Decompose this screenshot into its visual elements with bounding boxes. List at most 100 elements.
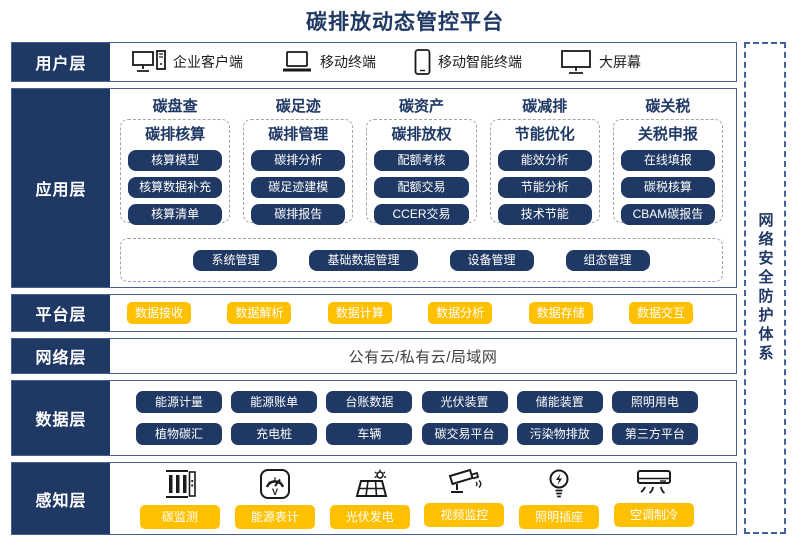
page-title: 碳排放动态管控平台 bbox=[306, 11, 504, 34]
platform-pill: 数据存储 bbox=[528, 302, 593, 324]
user-item-label: 大屏幕 bbox=[599, 54, 641, 70]
data-source-pill: 照明用电 bbox=[611, 391, 698, 413]
column-box: 碳排核算 核算模型 核算数据补充 核算清单 bbox=[120, 119, 231, 225]
column-header: 碳盘查 bbox=[152, 98, 198, 115]
laptop-icon bbox=[283, 51, 311, 72]
app-module-pill: 碳足迹建模 bbox=[251, 177, 346, 198]
app-column-carbon-tariff: 碳关税 关税申报 在线填报 碳税核算 CBAM碳报告 bbox=[612, 96, 724, 225]
app-module-pill: 核算数据补充 bbox=[128, 177, 223, 198]
app-module-pill: 技术节能 bbox=[497, 204, 592, 225]
layer-label-perception: 感知层 bbox=[12, 463, 110, 534]
data-source-pill: 充电桩 bbox=[231, 423, 318, 445]
layer-application: 应用层 碳盘查 碳排核算 核算模型 核算数据补充 核算清单 碳足迹 bbox=[11, 88, 737, 288]
user-items: 企业客户端 移动终端 移动智能终端 bbox=[110, 43, 736, 81]
app-column-carbon-inventory: 碳盘查 碳排核算 核算模型 核算数据补充 核算清单 bbox=[120, 96, 231, 225]
data-source-pill: 台账数据 bbox=[326, 391, 413, 413]
column-box-title: 关税申报 bbox=[637, 126, 698, 143]
column-box: 关税申报 在线填报 碳税核算 CBAM碳报告 bbox=[612, 119, 724, 225]
layer-network: 网络层 公有云/私有云/局域网 bbox=[11, 338, 737, 374]
data-source-pill: 能源账单 bbox=[231, 391, 318, 413]
platform-pill: 数据交互 bbox=[628, 302, 693, 324]
data-source-grid: 能源计量 能源账单 台账数据 光伏装置 储能装置 照明用电 植物碳汇 充电桩 车… bbox=[110, 381, 736, 455]
admin-module-pill: 基础数据管理 bbox=[309, 249, 418, 271]
app-column-carbon-reduction: 碳减排 节能优化 能效分析 节能分析 技术节能 bbox=[489, 96, 600, 225]
data-source-pill: 植物碳汇 bbox=[136, 423, 222, 445]
layer-label-user: 用户层 bbox=[12, 43, 110, 81]
energy-meter-icon: V bbox=[259, 469, 290, 499]
svg-text:V: V bbox=[272, 487, 278, 497]
carbon-monitor-icon bbox=[166, 470, 196, 498]
layer-data-content: 能源计量 能源账单 台账数据 光伏装置 储能装置 照明用电 植物碳汇 充电桩 车… bbox=[110, 381, 736, 455]
perception-item-lighting-socket: 照明插座 bbox=[519, 468, 600, 529]
app-module-pill: 核算清单 bbox=[128, 204, 223, 225]
layer-label-network: 网络层 bbox=[12, 339, 110, 373]
security-strip: 网络安全防护体系 bbox=[744, 42, 786, 534]
column-box: 碳排管理 碳排分析 碳足迹建模 碳排报告 bbox=[243, 119, 354, 225]
column-header: 碳足迹 bbox=[275, 98, 321, 115]
perception-item-energy-meter: V 能源表计 bbox=[234, 468, 315, 529]
data-source-pill: 光伏装置 bbox=[421, 391, 508, 413]
layers-stack: 用户层 企业客户端 移动终端 bbox=[11, 42, 737, 535]
user-item-smart-mobile: 移动智能终端 bbox=[414, 49, 522, 75]
app-module-pill: CBAM碳报告 bbox=[620, 204, 716, 225]
platform-pill: 数据计算 bbox=[327, 302, 392, 324]
data-source-pill: 能源计量 bbox=[136, 391, 222, 413]
app-module-pill: 碳排分析 bbox=[251, 150, 346, 171]
column-box-title: 碳排核算 bbox=[145, 126, 206, 143]
perception-pill: 光伏发电 bbox=[329, 505, 410, 529]
layer-user-content: 企业客户端 移动终端 移动智能终端 bbox=[110, 43, 736, 81]
app-module-pill: 配额交易 bbox=[374, 177, 469, 198]
platform-items: 数据接收 数据解析 数据计算 数据分析 数据存储 数据交互 bbox=[110, 295, 736, 331]
light-socket-icon bbox=[549, 469, 569, 498]
admin-modules-box: 系统管理 基础数据管理 设备管理 组态管理 bbox=[120, 238, 723, 282]
user-item-mobile-terminal: 移动终端 bbox=[281, 50, 376, 74]
layer-perception-content: 碳监测 V 能源表计 bbox=[110, 463, 736, 534]
layer-platform: 平台层 数据接收 数据解析 数据计算 数据分析 数据存储 数据交互 bbox=[11, 294, 737, 332]
data-source-pill: 碳交易平台 bbox=[421, 423, 508, 445]
perception-item-solar-power: 光伏发电 bbox=[329, 468, 410, 529]
app-module-pill: 在线填报 bbox=[620, 150, 716, 171]
app-module-pill: 碳排报告 bbox=[251, 204, 346, 225]
perception-pill: 能源表计 bbox=[234, 505, 315, 529]
column-box-title: 碳排放权 bbox=[391, 126, 452, 143]
app-module-pill: 节能分析 bbox=[497, 177, 592, 198]
perception-pill: 碳监测 bbox=[140, 505, 220, 529]
layer-user: 用户层 企业客户端 移动终端 bbox=[11, 42, 737, 82]
security-strip-label: 网络安全防护体系 bbox=[756, 212, 774, 364]
perception-pill: 空调制冷 bbox=[613, 503, 694, 527]
user-item-enterprise-client: 企业客户端 bbox=[132, 49, 243, 75]
perception-item-video-surveillance: 视频监控 bbox=[424, 468, 505, 527]
data-source-pill: 第三方平台 bbox=[611, 423, 698, 445]
layer-perception: 感知层 碳监测 bbox=[11, 462, 737, 535]
platform-pill: 数据解析 bbox=[227, 302, 292, 324]
user-item-big-screen: 大屏幕 bbox=[560, 49, 641, 75]
column-box-title: 节能优化 bbox=[514, 126, 575, 143]
data-source-pill: 污染物排放 bbox=[516, 423, 603, 445]
smartphone-icon bbox=[414, 49, 431, 75]
large-screen-icon bbox=[561, 50, 591, 74]
network-cloud-text: 公有云/私有云/局域网 bbox=[348, 348, 498, 366]
layer-label-application: 应用层 bbox=[12, 89, 110, 287]
user-item-label: 移动终端 bbox=[320, 54, 376, 70]
perception-pill: 视频监控 bbox=[424, 503, 505, 527]
app-module-pill: 核算模型 bbox=[128, 150, 223, 171]
solar-power-icon bbox=[355, 469, 387, 497]
app-column-carbon-asset: 碳资产 碳排放权 配额考核 配额交易 CCER交易 bbox=[366, 96, 477, 225]
column-box: 碳排放权 配额考核 配额交易 CCER交易 bbox=[366, 119, 477, 225]
layer-application-content: 碳盘查 碳排核算 核算模型 核算数据补充 核算清单 碳足迹 碳排管理 碳排分析 bbox=[110, 89, 736, 287]
column-header: 碳资产 bbox=[399, 98, 445, 115]
column-header: 碳减排 bbox=[522, 98, 568, 115]
perception-pill: 照明插座 bbox=[519, 505, 600, 529]
app-module-pill: 配额考核 bbox=[374, 150, 469, 171]
user-item-label: 企业客户端 bbox=[173, 54, 243, 70]
layer-platform-content: 数据接收 数据解析 数据计算 数据分析 数据存储 数据交互 bbox=[110, 295, 736, 331]
perception-items: 碳监测 V 能源表计 bbox=[110, 463, 736, 534]
data-source-pill: 储能装置 bbox=[516, 391, 603, 413]
platform-pill: 数据分析 bbox=[428, 302, 493, 324]
perception-item-air-conditioning: 空调制冷 bbox=[613, 468, 694, 527]
layer-data: 数据层 能源计量 能源账单 台账数据 光伏装置 储能装置 照明用电 植物碳汇 充… bbox=[11, 380, 737, 456]
column-box-title: 碳排管理 bbox=[268, 126, 329, 143]
layer-label-data: 数据层 bbox=[12, 381, 110, 455]
admin-module-pill: 系统管理 bbox=[193, 249, 278, 271]
